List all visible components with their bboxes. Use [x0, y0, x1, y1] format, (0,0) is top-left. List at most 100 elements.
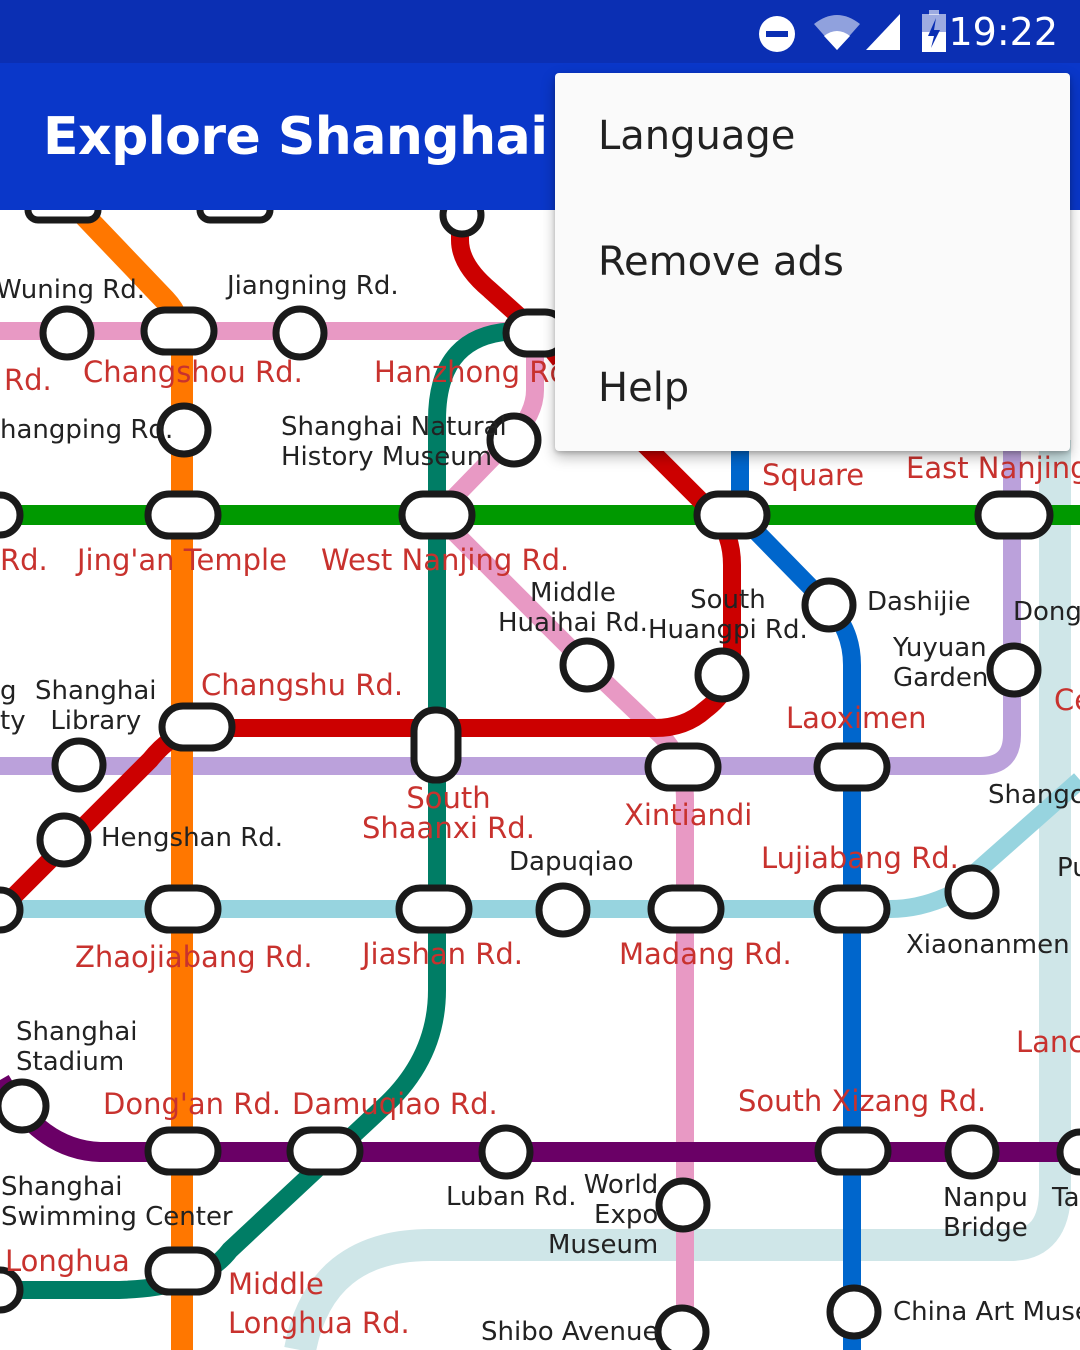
interchange-label[interactable]: Jing'an Temple — [77, 543, 287, 577]
station-marker — [478, 1124, 534, 1180]
menu-item-language[interactable]: Language — [555, 73, 1070, 199]
menu-item-help[interactable]: Help — [555, 325, 1070, 451]
interchange-label[interactable]: Lanc — [1016, 1025, 1080, 1059]
station-label[interactable]: hangping Rd. — [0, 415, 174, 445]
interchange-label[interactable]: East Nanjing — [906, 451, 1080, 485]
station-marker — [272, 305, 328, 361]
station-marker — [801, 577, 857, 633]
menu-item-remove-ads[interactable]: Remove ads — [555, 199, 1070, 325]
interchange-label[interactable]: Square — [762, 458, 865, 492]
station-label[interactable]: Dapuqiao — [509, 847, 634, 877]
station-marker — [144, 1246, 222, 1296]
station-label[interactable]: Yuyuan Garden — [893, 633, 989, 693]
station-marker — [0, 1266, 24, 1314]
station-label[interactable]: Shibo Avenue — [481, 1317, 659, 1347]
interchange-label[interactable]: Ce — [1054, 683, 1080, 717]
interchange-label[interactable]: Rd. — [0, 543, 48, 577]
station-label[interactable]: Shanghai Swimming Center — [1, 1172, 233, 1232]
station-marker — [486, 412, 542, 468]
metro-map-canvas[interactable] — [0, 210, 1080, 1350]
station-marker — [654, 1304, 710, 1350]
station-label[interactable]: Middle Huaihai Rd. — [498, 578, 648, 638]
station-label[interactable]: Luban Rd. — [446, 1182, 577, 1212]
station-label[interactable]: Shanghai Library — [35, 676, 157, 736]
station-label[interactable]: Shanghai Stadium — [16, 1017, 138, 1077]
station-marker — [1056, 1128, 1080, 1176]
station-label[interactable]: Shangch — [988, 780, 1080, 810]
station-marker — [944, 1124, 1000, 1180]
interchange-label[interactable]: Hanzhong Rd. — [374, 355, 578, 389]
station-marker — [439, 210, 485, 238]
station-marker — [813, 884, 891, 934]
station-label[interactable]: Wuning Rd. — [0, 275, 146, 305]
station-marker — [0, 886, 24, 934]
station-label[interactable]: Pu — [1057, 853, 1080, 883]
station-label[interactable]: g ty — [0, 676, 26, 736]
station-marker — [655, 1177, 711, 1233]
station-label[interactable]: South Huangpi Rd. — [648, 585, 808, 645]
metro-map[interactable]: Wuning Rd. Jiangning Rd. hangping Rd. Sh… — [0, 210, 1080, 1350]
station-marker — [36, 812, 92, 868]
station-label[interactable]: Dong — [1013, 597, 1080, 627]
interchange-label[interactable]: Damuqiao Rd. — [292, 1087, 498, 1121]
station-marker — [144, 884, 222, 934]
interchange-label[interactable]: Laoximen — [786, 701, 927, 735]
station-marker — [51, 737, 107, 793]
station-label[interactable]: Nanpu Bridge — [943, 1183, 1028, 1243]
station-marker — [158, 702, 236, 752]
station-label[interactable]: Shanghai Natural History Museum — [281, 412, 507, 472]
interchange-label[interactable]: Madang Rd. — [619, 937, 792, 971]
interchange-label[interactable]: Changshou Rd. — [83, 355, 303, 389]
interchange-label[interactable]: South Shaanxi Rd. — [362, 781, 535, 845]
station-label[interactable]: Hengshan Rd. — [101, 823, 284, 853]
interchange-label[interactable]: Changshu Rd. — [201, 668, 404, 702]
station-marker — [156, 402, 212, 458]
status-time: 19:22 — [948, 10, 1058, 54]
station-label[interactable]: Jiangning Rd. — [227, 271, 399, 301]
interchange-label[interactable]: Longhua — [5, 1244, 130, 1278]
line-pale-cyan — [284, 440, 1071, 1350]
app-title: Explore Shanghai — [43, 107, 548, 167]
station-marker — [144, 1126, 222, 1176]
station-marker — [644, 742, 722, 792]
station-marker — [647, 884, 725, 934]
station-label[interactable]: Ta — [1052, 1183, 1080, 1213]
station-label[interactable]: World Expo Museum — [548, 1170, 659, 1260]
station-marker — [986, 642, 1042, 698]
station-marker — [944, 864, 1000, 920]
do-not-disturb-icon — [759, 16, 795, 52]
line-lilac — [0, 420, 1021, 775]
station-marker — [140, 306, 218, 356]
interchange-label[interactable]: Xintiandi — [624, 798, 753, 832]
station-marker — [826, 1284, 882, 1340]
cellular-signal-icon — [866, 14, 900, 50]
wifi-icon — [814, 15, 860, 50]
interchange-label[interactable]: Middle Longhua Rd. — [228, 1267, 410, 1340]
station-marker — [286, 1126, 364, 1176]
station-marker — [144, 490, 222, 540]
menu-item-label: Help — [598, 365, 690, 411]
interchange-label[interactable]: Dong'an Rd. — [103, 1087, 281, 1121]
interchange-label[interactable]: Rd. — [4, 363, 52, 397]
interchange-label[interactable]: South Xizang Rd. — [738, 1084, 987, 1118]
interchange-label[interactable]: Jiashan Rd. — [362, 937, 524, 971]
station-marker — [974, 490, 1054, 540]
station-marker — [814, 1126, 892, 1176]
station-marker — [813, 742, 891, 792]
interchange-label[interactable]: West Nanjing Rd. — [321, 543, 570, 577]
station-marker — [395, 884, 473, 934]
station-label[interactable]: Dashijie — [867, 587, 971, 617]
station-marker — [410, 706, 462, 784]
station-marker — [0, 491, 24, 539]
station-marker — [693, 490, 771, 540]
station-marker — [559, 637, 615, 693]
overflow-menu: Language Remove ads Help — [555, 73, 1070, 451]
station-marker — [694, 647, 750, 703]
station-marker — [398, 490, 476, 540]
interchange-label[interactable]: Lujiabang Rd. — [761, 841, 959, 875]
station-marker — [196, 210, 274, 224]
station-label[interactable]: Xiaonanmen — [906, 930, 1070, 960]
station-label[interactable]: China Art Museu — [893, 1297, 1080, 1327]
station-marker — [39, 305, 95, 361]
interchange-label[interactable]: Zhaojiabang Rd. — [75, 940, 313, 974]
